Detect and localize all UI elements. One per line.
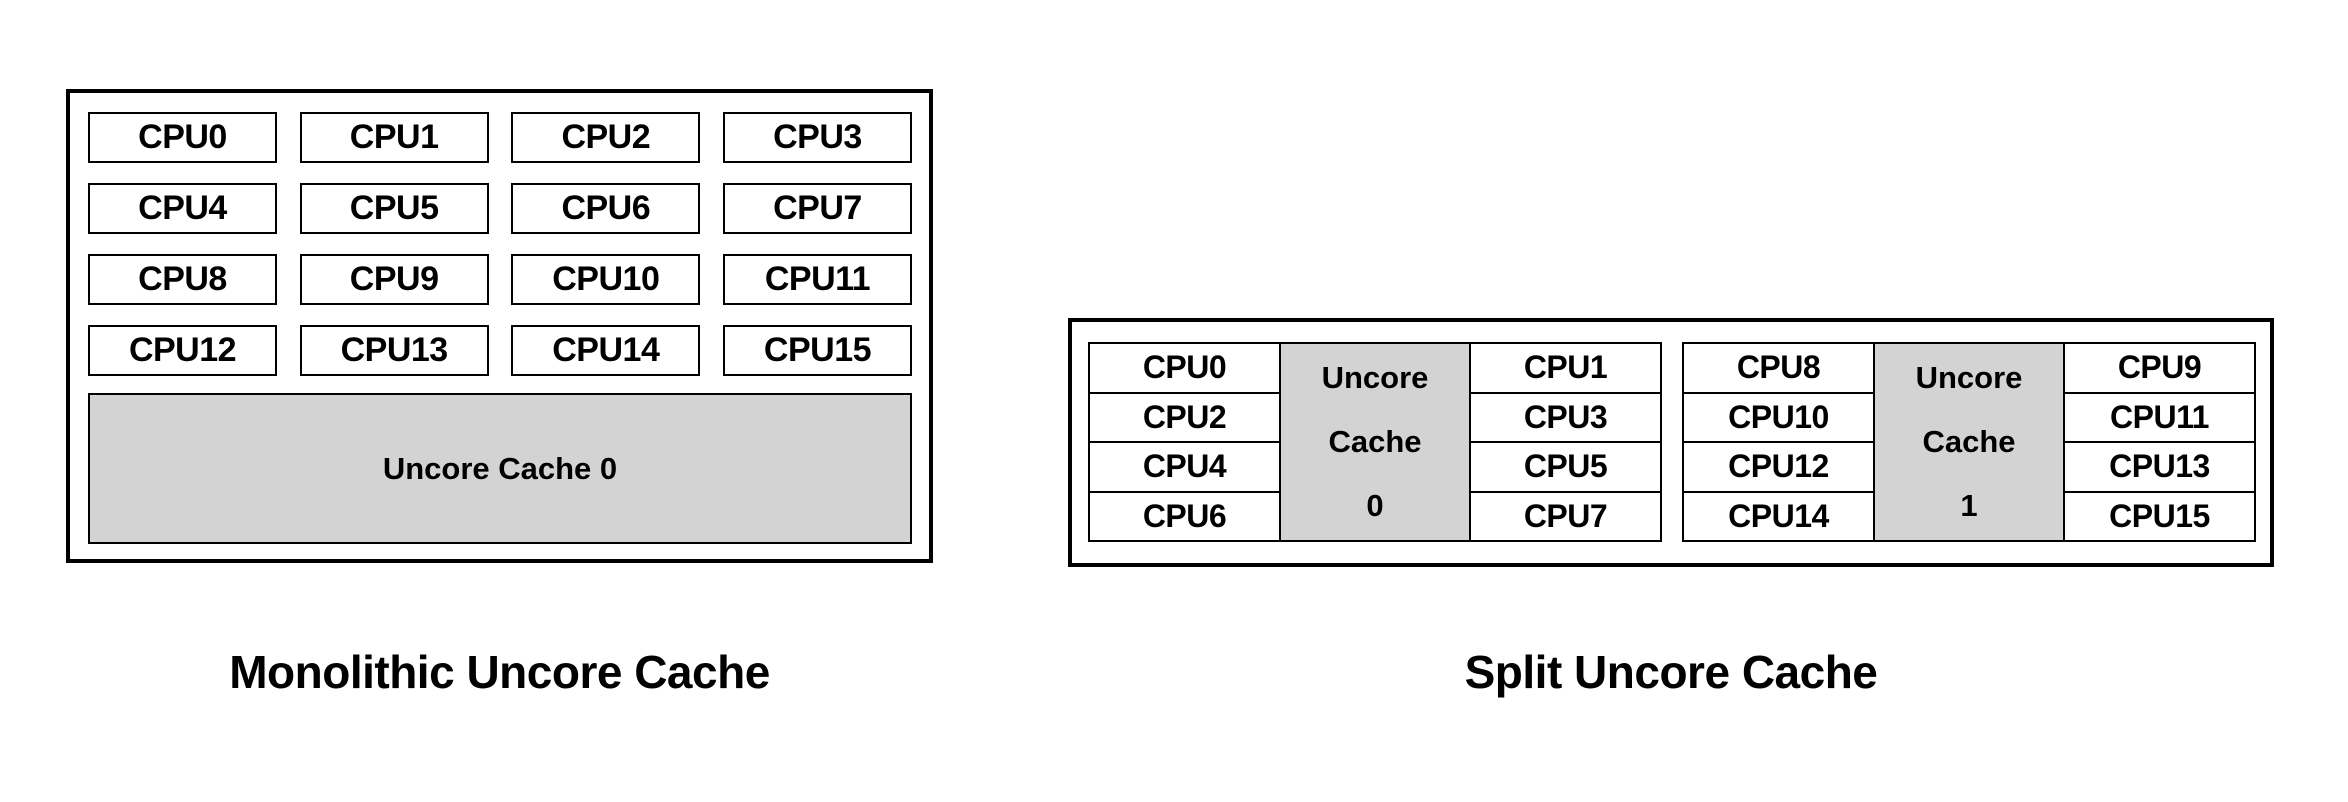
monolithic-caption: Monolithic Uncore Cache: [229, 646, 770, 698]
cache-cluster-1: CPU8 CPU10 CPU12 CPU14 Uncore Cache 1 CP…: [1682, 342, 2256, 542]
cpu-box-cpu5: CPU5: [299, 183, 489, 234]
cpu-box-cpu8: CPU8: [88, 254, 277, 305]
cpu-cell-cpu6: CPU6: [1090, 492, 1279, 540]
cache-cluster-0: CPU0 CPU2 CPU4 CPU6 Uncore Cache 0 CPU1 …: [1088, 342, 1662, 542]
uncore-cache-line: Uncore: [1321, 360, 1429, 395]
cpu-cell-cpu1: CPU1: [1471, 344, 1660, 392]
cpu-box-cpu6: CPU6: [511, 183, 701, 234]
cpu-cell-cpu10: CPU10: [1684, 393, 1873, 441]
cpu-cell-cpu12: CPU12: [1684, 443, 1873, 491]
uncore-cache-line: 1: [1960, 488, 1978, 523]
cpu-cell-cpu8: CPU8: [1684, 344, 1873, 392]
cpu-cell-cpu11: CPU11: [2065, 393, 2254, 441]
uncore-cache-line: Cache: [1922, 424, 2016, 459]
uncore-cache-0-box: Uncore Cache 0: [88, 393, 912, 544]
cpu-cell-cpu4: CPU4: [1090, 443, 1279, 491]
cpu-box-cpu11: CPU11: [722, 254, 912, 305]
cpu-cell-cpu3: CPU3: [1471, 393, 1660, 441]
cpu-cell-cpu0: CPU0: [1090, 344, 1279, 392]
cpu-cell-cpu5: CPU5: [1471, 443, 1660, 491]
split-package-box: CPU0 CPU2 CPU4 CPU6 Uncore Cache 0 CPU1 …: [1068, 318, 2274, 567]
uncore-cache-line: Cache: [1328, 424, 1422, 459]
cpu-box-cpu0: CPU0: [88, 112, 277, 163]
monolithic-package-box: CPU0 CPU1 CPU2 CPU3 CPU4 CPU5 CPU6 CPU7 …: [66, 89, 933, 563]
uncore-cache-0-cell: Uncore Cache 0: [1281, 344, 1469, 540]
cpu-box-cpu14: CPU14: [511, 325, 701, 376]
cpu-box-cpu7: CPU7: [722, 183, 912, 234]
cpu-box-cpu10: CPU10: [511, 254, 701, 305]
cpu-box-cpu12: CPU12: [88, 325, 277, 376]
cpu-cell-cpu9: CPU9: [2065, 344, 2254, 392]
cpu-cell-cpu13: CPU13: [2065, 443, 2254, 491]
split-caption: Split Uncore Cache: [1464, 646, 1878, 698]
cpu-box-cpu9: CPU9: [299, 254, 489, 305]
cpu-cell-cpu7: CPU7: [1471, 492, 1660, 540]
uncore-cache-line: Uncore: [1915, 360, 2023, 395]
uncore-cache-1-cell: Uncore Cache 1: [1875, 344, 2063, 540]
cpu-cell-cpu15: CPU15: [2065, 492, 2254, 540]
uncore-cache-line: 0: [1366, 488, 1384, 523]
cpu-box-cpu15: CPU15: [722, 325, 912, 376]
cpu-cell-cpu14: CPU14: [1684, 492, 1873, 540]
monolithic-cpu-grid: CPU0 CPU1 CPU2 CPU3 CPU4 CPU5 CPU6 CPU7 …: [88, 112, 912, 376]
cpu-cell-cpu2: CPU2: [1090, 393, 1279, 441]
cpu-box-cpu2: CPU2: [511, 112, 701, 163]
cpu-box-cpu1: CPU1: [299, 112, 489, 163]
cpu-box-cpu13: CPU13: [299, 325, 489, 376]
cpu-box-cpu4: CPU4: [88, 183, 277, 234]
cpu-box-cpu3: CPU3: [722, 112, 912, 163]
